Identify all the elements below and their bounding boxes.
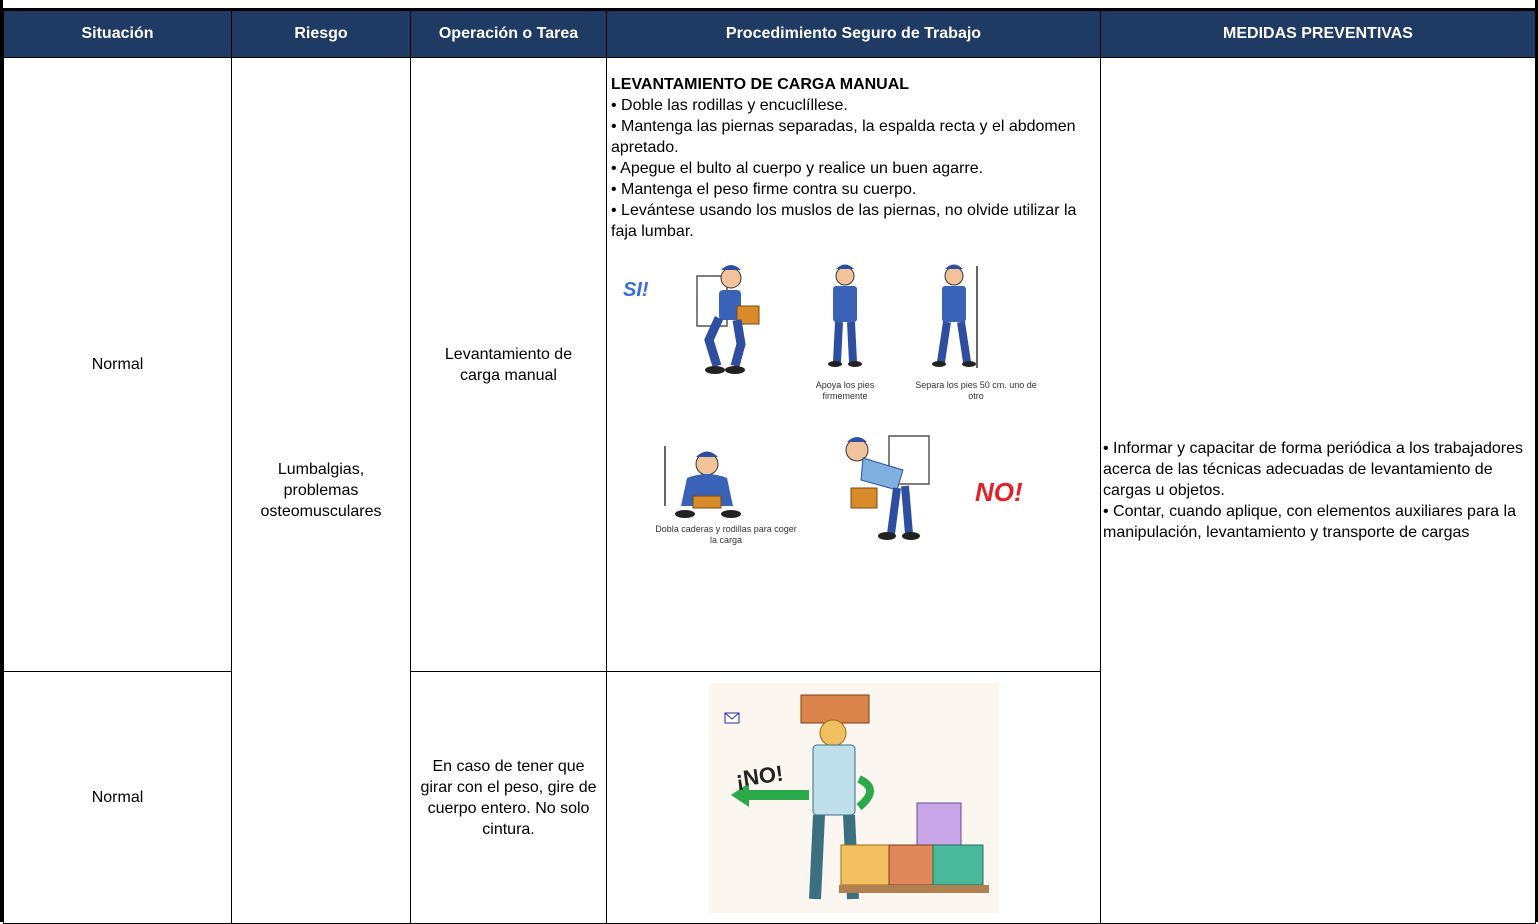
header-row: Situación Riesgo Operación o Tarea Proce… — [3, 10, 1536, 58]
procedure-title: LEVANTAMIENTO DE CARGA MANUAL — [611, 76, 910, 93]
table-row: Normal En caso de tener que girar con el… — [3, 671, 1536, 924]
caption-feet-firm: Apoya los pies firmemente — [815, 380, 875, 401]
header-medidas: MEDIDAS PREVENTIVAS — [1100, 10, 1536, 58]
procedure-item: • Apegue el bulto al cuerpo y realice un… — [611, 160, 984, 177]
crouching-figure — [664, 446, 741, 518]
situacion-cell: Normal — [3, 671, 232, 924]
squat-lift-figure — [696, 265, 760, 374]
no-label: NO! — [975, 477, 1023, 507]
medida-item: • Contar, cuando aplique, con elementos … — [1103, 503, 1516, 541]
operacion-cell: En caso de tener que girar con el peso, … — [410, 671, 607, 924]
header-riesgo: Riesgo — [231, 10, 411, 58]
twist-warning-illustration: ¡NO! — [708, 682, 999, 913]
lifting-illustration: SI! — [611, 256, 1091, 616]
table-row: Normal Lumbalgias, problemas osteomuscul… — [3, 57, 1536, 924]
header-operacion: Operación o Tarea — [410, 10, 607, 58]
operacion-cell: Levantamiento de carga manual — [410, 57, 607, 672]
si-label: SI! — [623, 279, 649, 301]
lifting-figures-drawing: SI! — [623, 264, 1023, 540]
procedure-item: • Mantenga las piernas separadas, la esp… — [611, 118, 1076, 156]
procedure-item: • Doble las rodillas y encuclíllese. — [611, 97, 848, 114]
procedimiento-cell: LEVANTAMIENTO DE CARGA MANUAL • Doble la… — [606, 57, 1101, 672]
standing-figure-spread — [932, 264, 978, 368]
bending-wrong-figure — [845, 435, 930, 540]
riesgo-cell: Lumbalgias, problemas osteomusculares — [231, 57, 411, 924]
medidas-cell: • Informar y capacitar de forma periódic… — [1100, 57, 1536, 924]
safety-procedures-table: Situación Riesgo Operación o Tarea Proce… — [3, 10, 1536, 924]
procedimiento-cell: ¡NO! — [606, 671, 1101, 924]
header-procedimiento: Procedimiento Seguro de Trabajo — [606, 10, 1101, 58]
procedure-item: • Mantenga el peso firme contra su cuerp… — [611, 181, 917, 198]
situacion-cell: Normal — [3, 57, 232, 672]
medida-item: • Informar y capacitar de forma periódic… — [1103, 440, 1524, 499]
procedure-item: • Levántese usando los muslos de las pie… — [611, 202, 1077, 240]
caption-feet-separate: Separa los pies 50 cm. uno de otro — [915, 380, 1037, 401]
standing-figure-feet — [828, 264, 862, 367]
header-situacion: Situación — [3, 10, 232, 58]
caption-bend-hips: Dobla caderas y rodillas para coger la c… — [655, 524, 797, 545]
top-border — [0, 0, 1538, 10]
